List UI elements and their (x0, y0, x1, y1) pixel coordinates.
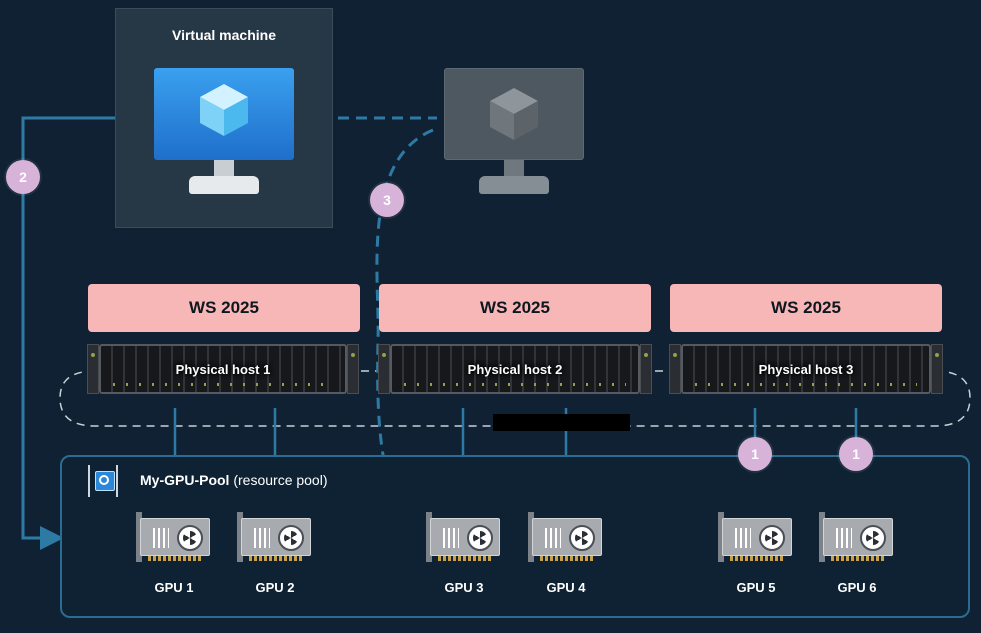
gpu-card-icon (237, 512, 313, 562)
host2-os-box: WS 2025 (379, 284, 651, 332)
host3-label: Physical host 3 (758, 361, 854, 377)
physical-host-1: Physical host 1 (99, 344, 347, 394)
redaction-bar (493, 414, 630, 431)
host2-left-ear (378, 344, 390, 394)
host1-right-ear (347, 344, 359, 394)
gpu-card-icon (528, 512, 604, 562)
gpu-pool-icon (88, 465, 118, 497)
host3-os-box: WS 2025 (670, 284, 942, 332)
gpu-label: GPU 5 (736, 580, 776, 595)
gpu-label: GPU 3 (444, 580, 484, 595)
host2-label: Physical host 2 (467, 361, 563, 377)
gpu-label: GPU 4 (546, 580, 586, 595)
migration-arrow-path (21, 116, 115, 550)
migrated-vm-cube-icon (490, 88, 538, 140)
host1-label: Physical host 1 (175, 361, 271, 377)
physical-host-3: Physical host 3 (681, 344, 931, 394)
step-badge-3: 3 (370, 183, 404, 217)
gpu-card-icon (426, 512, 502, 562)
reassign-arrow (375, 128, 434, 540)
pool-title: My-GPU-Pool (resource pool) (140, 472, 328, 488)
gpu-label: GPU 1 (154, 580, 194, 595)
host2-right-ear (640, 344, 652, 394)
step-badge-1a: 1 (738, 437, 772, 471)
gpu-resource-pool (60, 455, 970, 618)
gpu-label: GPU 6 (837, 580, 877, 595)
physical-host-2: Physical host 2 (390, 344, 640, 394)
step-badge-2: 2 (6, 160, 40, 194)
gpu-card-icon (819, 512, 895, 562)
vm-cube-icon (200, 84, 248, 136)
host1-left-ear (87, 344, 99, 394)
host3-left-ear (669, 344, 681, 394)
gpu-card-icon (136, 512, 212, 562)
gpu-card-icon (718, 512, 794, 562)
virtual-machine-box: Virtual machine (115, 8, 333, 228)
gpu-label: GPU 2 (255, 580, 295, 595)
pool-name: My-GPU-Pool (140, 472, 230, 488)
vm-title: Virtual machine (171, 27, 276, 43)
host-cluster-outline (59, 370, 971, 427)
host3-right-ear (931, 344, 943, 394)
pool-suffix: (resource pool) (229, 472, 328, 488)
host1-os-box: WS 2025 (88, 284, 360, 332)
step-badge-1b: 1 (839, 437, 873, 471)
